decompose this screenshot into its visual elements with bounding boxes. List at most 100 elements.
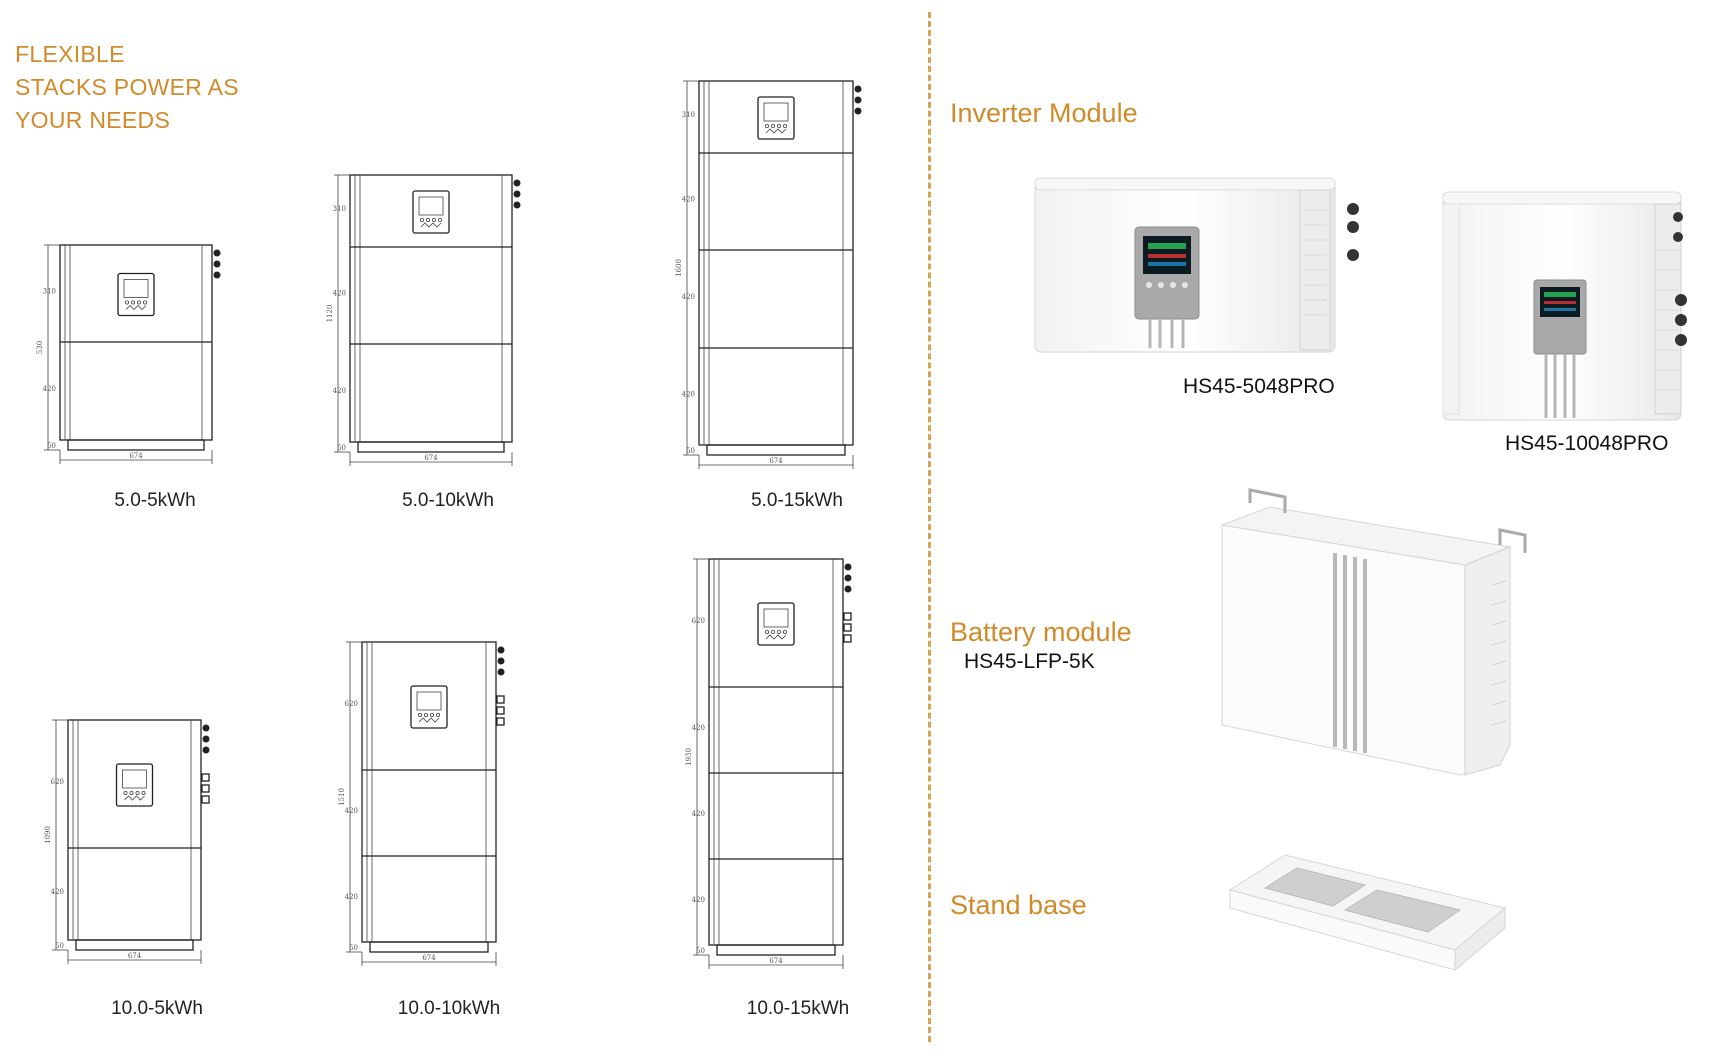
display-button-icon [123, 791, 128, 796]
stack-caption-10-15: 10.0-15kWh [746, 998, 850, 1019]
display-screen [122, 769, 147, 789]
inverter-10048-image [1442, 191, 1687, 421]
display-wave-icon [420, 222, 442, 228]
base-height-label: 50 [349, 944, 358, 952]
connector-icon [202, 746, 210, 754]
display-button-icon [129, 791, 134, 796]
display-screen [416, 691, 442, 711]
module-height-label: 420 [682, 391, 695, 399]
display-button-icon [777, 124, 782, 129]
connector-port-icon [843, 612, 852, 621]
display-button-icon [432, 218, 437, 223]
connector-port-icon [496, 706, 505, 715]
stack-base [716, 944, 836, 956]
module-height-label: 310 [43, 288, 56, 296]
connector-icon [513, 190, 521, 198]
connector-icon [213, 271, 221, 279]
overall-height-label: 1930 [685, 748, 693, 766]
width-label: 674 [129, 452, 143, 460]
connector-icon [202, 724, 210, 732]
stack-body [698, 80, 854, 446]
stack-body [361, 641, 497, 943]
base-height-label: 50 [55, 942, 64, 950]
module-height-label: 620 [51, 778, 64, 786]
connector-port-icon [201, 795, 210, 804]
display-button-icon [438, 218, 443, 223]
stand-base-image [1228, 854, 1507, 972]
stack-base [67, 439, 205, 451]
display-button-icon [783, 124, 788, 129]
module-height-label: 420 [345, 807, 358, 815]
module-height-label: 420 [682, 293, 695, 301]
display-wave-icon [125, 304, 147, 311]
base-height-label: 50 [47, 442, 56, 450]
module-height-label: 420 [333, 290, 346, 298]
display-panel [115, 763, 154, 807]
stack-base [357, 441, 505, 453]
stack-caption-10-5: 10.0-5kWh [111, 998, 203, 1019]
display-panel [757, 602, 795, 646]
module-height-label: 420 [692, 896, 705, 904]
base-height-label: 50 [337, 444, 346, 452]
connector-icon [844, 563, 852, 571]
module-height-label: 420 [692, 724, 705, 732]
overall-height-label: 530 [36, 341, 44, 354]
stack-caption-10-10: 10.0-10kWh [397, 998, 501, 1019]
width-label: 674 [769, 957, 783, 965]
base-height-label: 50 [686, 447, 695, 455]
module-height-label: 620 [692, 617, 705, 625]
connector-port-icon [201, 773, 210, 782]
module-height-label: 420 [333, 387, 346, 395]
stack-caption-5-15: 5.0-15kWh [751, 490, 843, 511]
module-height-label: 420 [692, 810, 705, 818]
display-button-icon [771, 630, 776, 635]
display-screen [123, 279, 149, 298]
headline-line-2: STACKS POWER AS [15, 74, 239, 100]
stack-caption-5-10: 5.0-10kWh [402, 490, 494, 511]
battery-module-title: Battery module [950, 617, 1132, 647]
connector-icon [513, 201, 521, 209]
connector-icon [202, 735, 210, 743]
stack-caption-5-5: 5.0-5kWh [114, 490, 196, 511]
display-button-icon [424, 713, 429, 718]
display-button-icon [135, 791, 140, 796]
inverter-module-title: Inverter Module [950, 98, 1138, 128]
module-height-label: 420 [345, 893, 358, 901]
stack-body [67, 719, 202, 941]
overall-height-label: 1510 [338, 788, 346, 806]
inverter-model-5048: HS45-5048PRO [1183, 375, 1335, 398]
connector-icon [213, 260, 221, 268]
display-screen [763, 102, 789, 122]
display-button-icon [420, 218, 425, 223]
stand-base-title: Stand base [950, 890, 1087, 920]
connector-icon [844, 585, 852, 593]
stack-body [708, 558, 844, 946]
display-wave-icon [765, 634, 787, 640]
display-button-icon [771, 124, 776, 129]
overall-height-label: 1090 [44, 826, 52, 844]
width-label: 674 [422, 954, 436, 962]
connector-icon [854, 85, 862, 93]
section-divider [928, 12, 931, 1042]
display-button-icon [143, 300, 148, 305]
display-button-icon [783, 630, 788, 635]
width-label: 674 [424, 454, 438, 462]
connector-icon [213, 249, 221, 257]
battery-model: HS45-LFP-5K [964, 650, 1095, 673]
connector-port-icon [843, 623, 852, 632]
connector-icon [497, 657, 505, 665]
display-panel [757, 96, 795, 140]
display-button-icon [131, 300, 136, 305]
display-panel [412, 190, 450, 234]
connector-port-icon [201, 784, 210, 793]
base-height-label: 50 [696, 947, 705, 955]
connector-icon [854, 96, 862, 104]
display-button-icon [430, 713, 435, 718]
headline-line-1: FLEXIBLE [15, 41, 125, 67]
display-button-icon [141, 791, 146, 796]
display-button-icon [125, 300, 130, 305]
